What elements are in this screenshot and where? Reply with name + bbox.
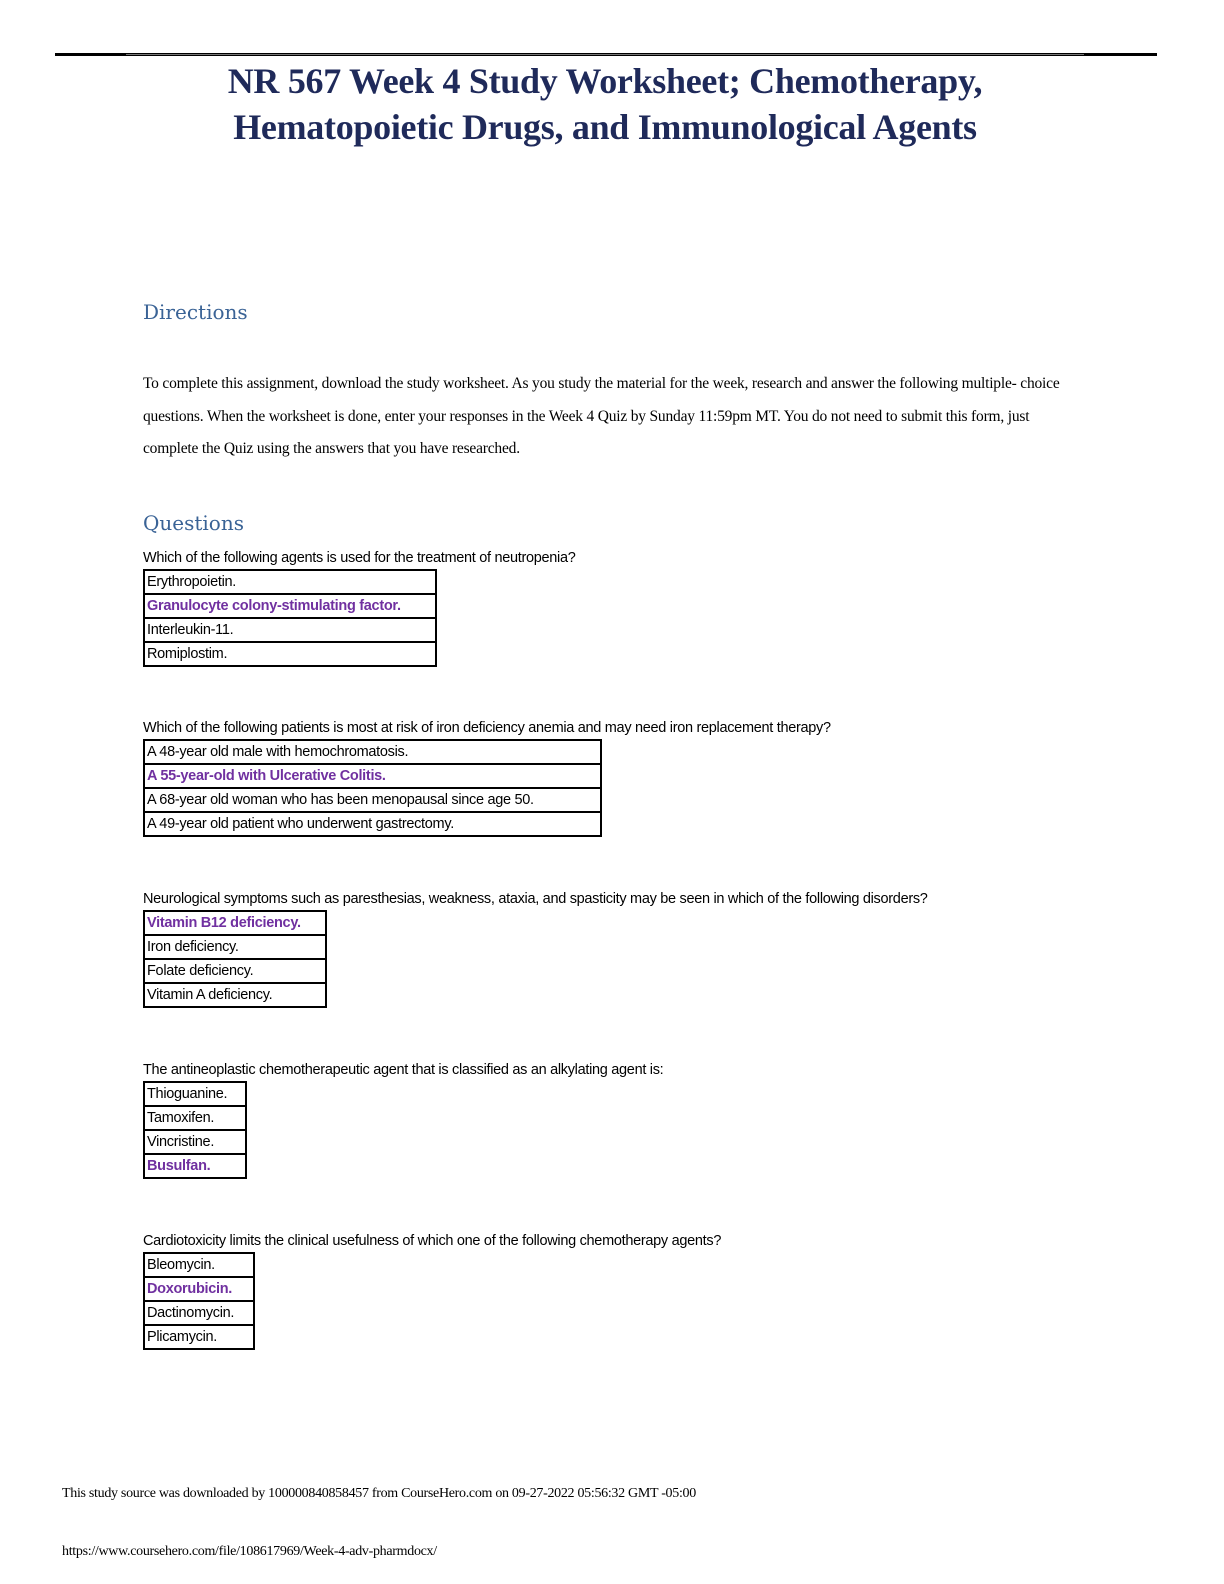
option: Vincristine. [143, 1129, 247, 1155]
option: Tamoxifen. [143, 1105, 247, 1131]
title-line-1: NR 567 Week 4 Study Worksheet; Chemother… [227, 61, 983, 101]
top-rule-inner [126, 54, 1084, 55]
question-text: Which of the following patients is most … [143, 720, 831, 736]
question-3: Neurological symptoms such as paresthesi… [143, 889, 928, 1008]
question-2: Which of the following patients is most … [143, 718, 831, 837]
option-highlighted: Doxorubicin. [143, 1276, 255, 1302]
options-table: Erythropoietin. Granulocyte colony-stimu… [143, 569, 437, 667]
option: Vitamin A deficiency. [143, 982, 327, 1008]
option: A 68-year old woman who has been menopau… [143, 787, 602, 813]
question-text: The antineoplastic chemotherapeutic agen… [143, 1062, 664, 1078]
question-text: Neurological symptoms such as paresthesi… [143, 891, 928, 907]
option: A 48-year old male with hemochromatosis. [143, 739, 602, 765]
option: Folate deficiency. [143, 958, 327, 984]
option: Interleukin-11. [143, 617, 437, 643]
document-title: NR 567 Week 4 Study Worksheet; Chemother… [0, 58, 1210, 150]
option: Erythropoietin. [143, 569, 437, 595]
option: Plicamycin. [143, 1324, 255, 1350]
option: A 49-year old patient who underwent gast… [143, 811, 602, 837]
source-url-link[interactable]: https://www.coursehero.com/file/10861796… [62, 1544, 437, 1559]
option-highlighted: A 55-year-old with Ulcerative Colitis. [143, 763, 602, 789]
question-text: Which of the following agents is used fo… [143, 550, 576, 566]
questions-heading: Questions [143, 511, 244, 535]
options-table: A 48-year old male with hemochromatosis.… [143, 739, 602, 837]
directions-text: To complete this assignment, download th… [143, 375, 1060, 457]
option-highlighted: Busulfan. [143, 1153, 247, 1179]
question-text: Cardiotoxicity limits the clinical usefu… [143, 1233, 722, 1249]
option: Iron deficiency. [143, 934, 327, 960]
question-1: Which of the following agents is used fo… [143, 548, 576, 667]
options-table: Bleomycin. Doxorubicin. Dactinomycin. Pl… [143, 1252, 255, 1350]
title-line-2: Hematopoietic Drugs, and Immunological A… [233, 107, 977, 147]
option: Thioguanine. [143, 1081, 247, 1107]
question-4: The antineoplastic chemotherapeutic agen… [143, 1060, 664, 1179]
option: Bleomycin. [143, 1252, 255, 1278]
options-table: Thioguanine. Tamoxifen. Vincristine. Bus… [143, 1081, 247, 1179]
option: Dactinomycin. [143, 1300, 255, 1326]
question-5: Cardiotoxicity limits the clinical usefu… [143, 1231, 721, 1350]
option: Romiplostim. [143, 641, 437, 667]
option-highlighted: Granulocyte colony-stimulating factor. [143, 593, 437, 619]
options-table: Vitamin B12 deficiency. Iron deficiency.… [143, 910, 327, 1008]
option-highlighted: Vitamin B12 deficiency. [143, 910, 327, 936]
directions-heading: Directions [143, 300, 248, 324]
download-notice: This study source was downloaded by 1000… [62, 1486, 696, 1501]
